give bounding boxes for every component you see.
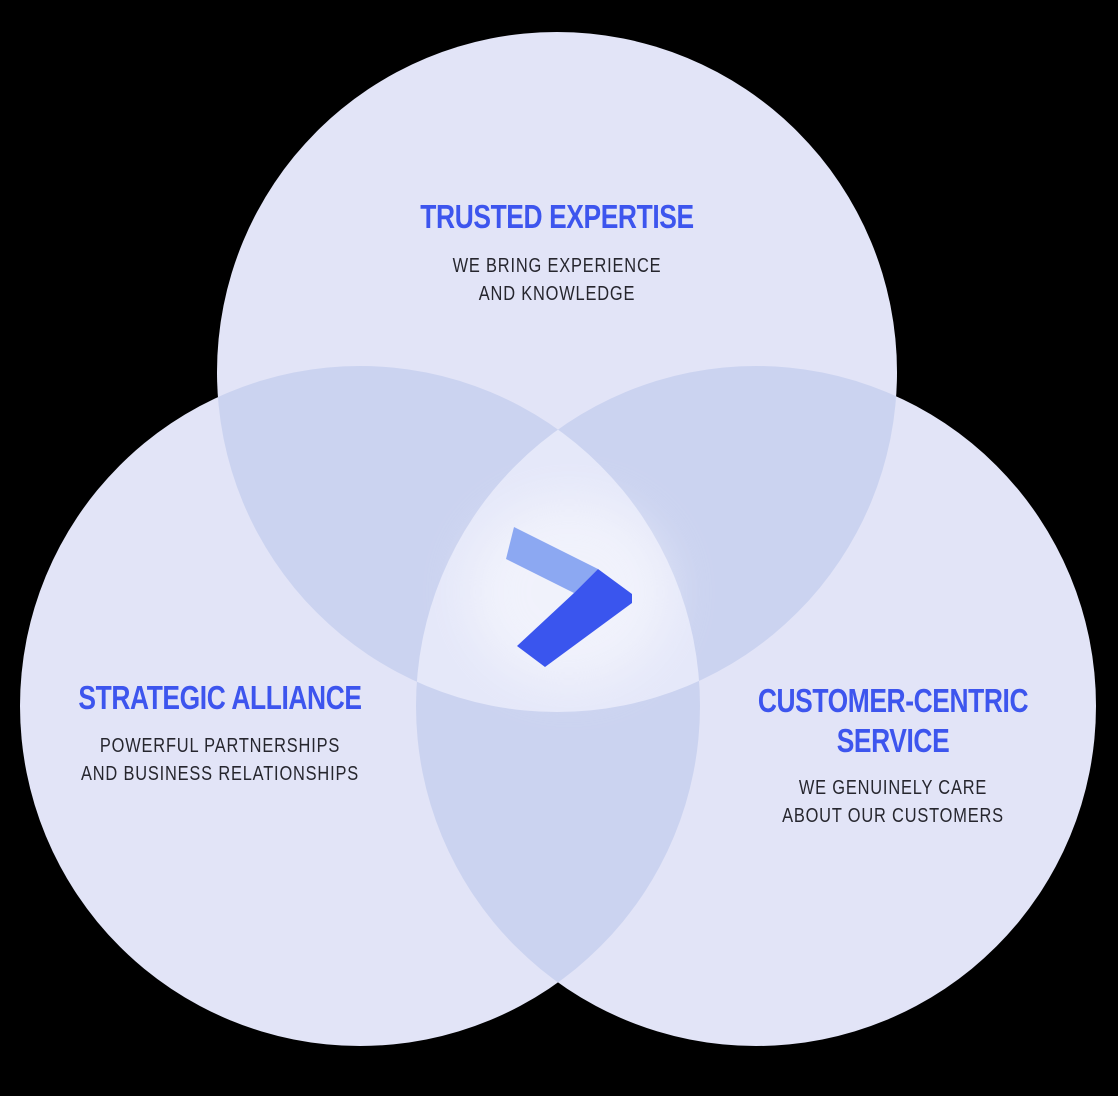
center-glow: [469, 500, 669, 684]
logo-chevron-light-icon: [506, 527, 598, 593]
logo-chevron-dark-icon: [517, 569, 632, 667]
chevron-right-logo: [506, 527, 632, 667]
